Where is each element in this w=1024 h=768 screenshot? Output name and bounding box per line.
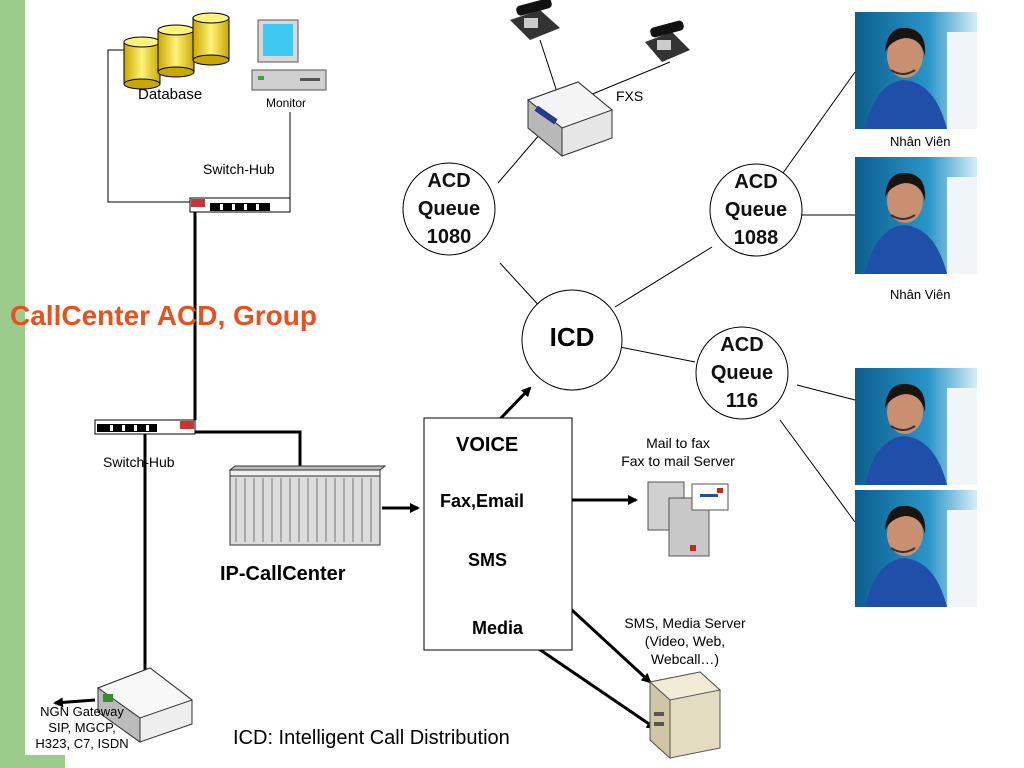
monitor-label: Monitor <box>266 96 307 110</box>
fxs-device-icon <box>527 81 613 158</box>
thin-connectors <box>107 39 856 523</box>
icd-circle <box>521 289 623 391</box>
ngn-gateway-icon <box>96 667 194 743</box>
agent-photo <box>855 490 977 607</box>
switch-hub-bottom-icon <box>94 419 196 435</box>
channel-voice: VOICE <box>456 434 519 456</box>
ip-callcenter-chassis-icon <box>228 465 387 546</box>
agent-label: Nhân Viên <box>890 134 951 149</box>
channel-media: Media <box>472 618 524 638</box>
icd-label: ICD <box>549 322 595 352</box>
side-accent-bar-foot <box>25 755 65 768</box>
agent-photo <box>855 368 977 485</box>
diagram-heading: CallCenter ACD, Group <box>10 300 317 331</box>
telephone-icon <box>510 0 560 40</box>
thick-cables <box>117 205 302 702</box>
agent-label: Nhân Viên <box>890 287 951 302</box>
switch-hub-top-label: Switch-Hub <box>203 161 275 177</box>
channel-fax-email: Fax,Email <box>440 491 525 511</box>
database-icon <box>123 12 230 90</box>
channel-box <box>423 417 573 651</box>
agent-photo <box>855 157 977 274</box>
queue-1088-circle <box>709 163 803 257</box>
telephone-icon <box>645 20 690 62</box>
agent-photo <box>855 12 977 129</box>
side-accent-bar <box>0 0 25 768</box>
switch-hub-bottom-label: Switch-Hub <box>103 454 175 470</box>
sms-media-server-icon <box>648 671 722 760</box>
channel-sms: SMS <box>468 550 508 570</box>
switch-hub-top-icon <box>189 197 291 213</box>
monitor-computer-icon <box>251 19 327 91</box>
database-label: Database <box>138 86 203 103</box>
mail-fax-server-icon <box>647 481 729 557</box>
sms-media-server-label: SMS, Media Server(Video, Web,Webcall…) <box>624 615 746 667</box>
fxs-label: FXS <box>616 88 644 104</box>
ip-callcenter-label: IP-CallCenter <box>220 563 346 585</box>
queue-1080-circle <box>402 162 496 256</box>
footnote: ICD: Intelligent Call Distribution <box>233 727 510 749</box>
queue-116-circle <box>695 326 789 420</box>
